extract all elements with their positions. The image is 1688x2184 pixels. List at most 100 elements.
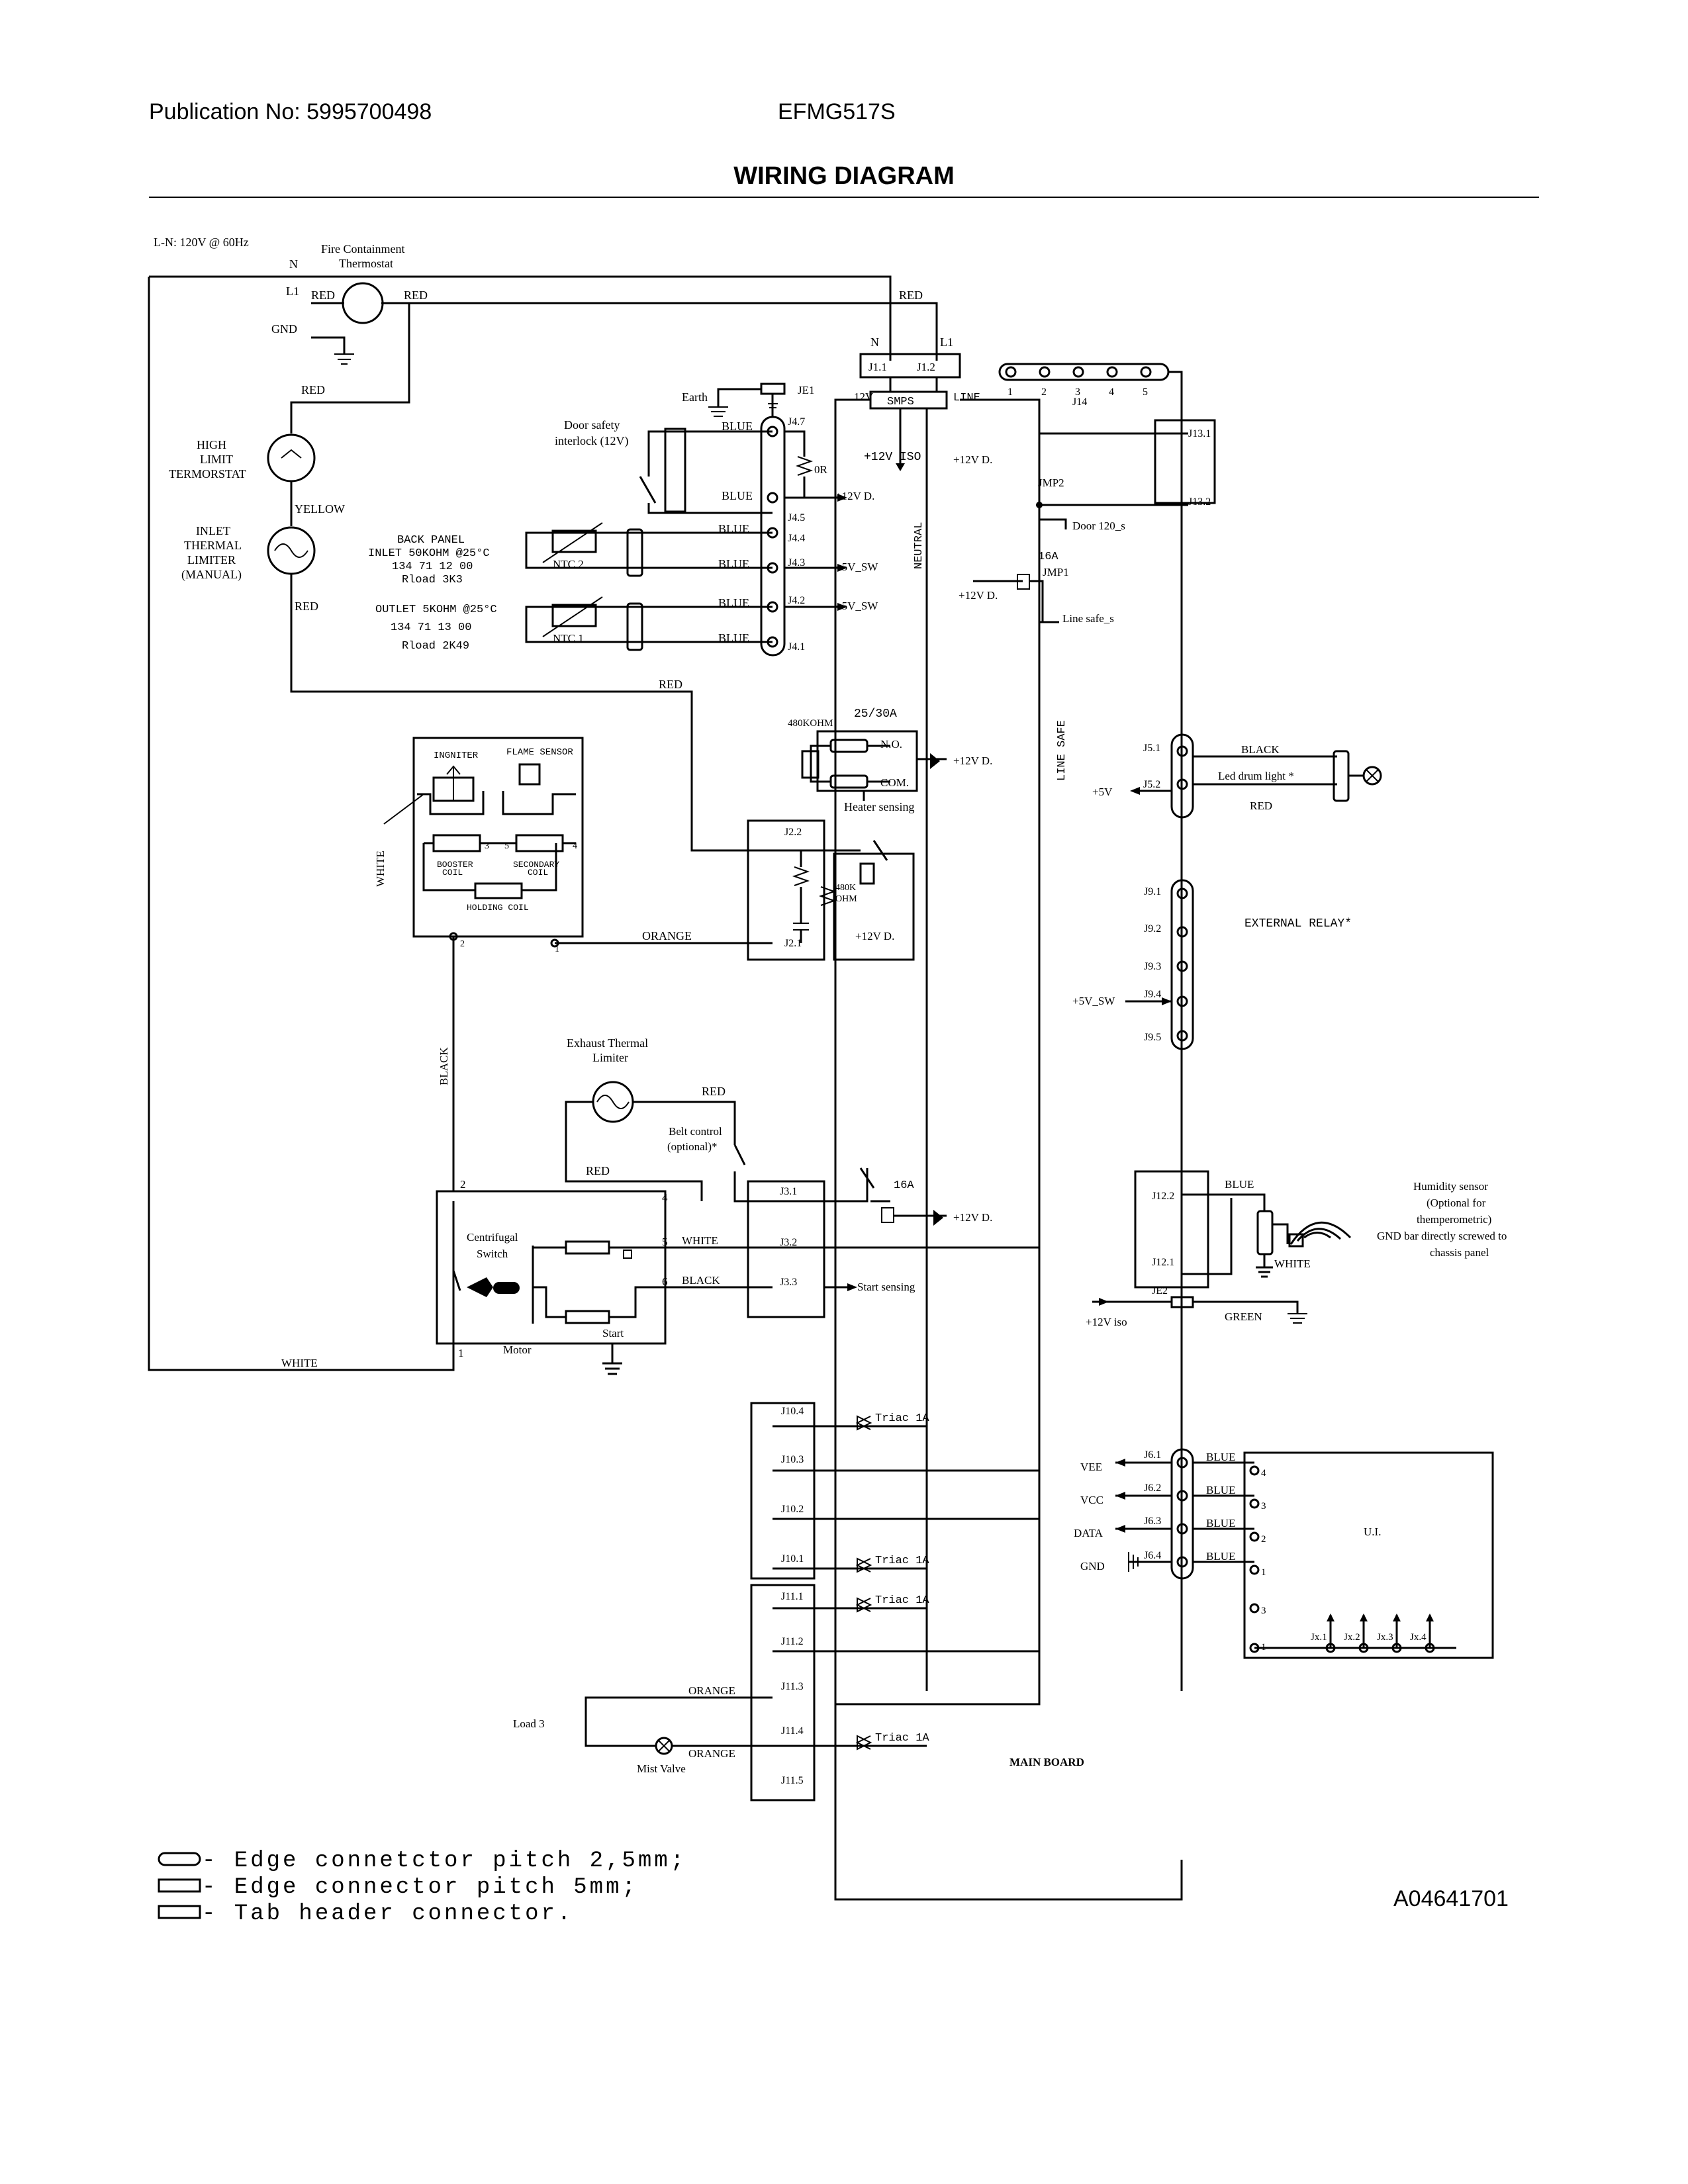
wire-orange-2: ORANGE xyxy=(688,1684,735,1697)
j9-3-label: J9.3 xyxy=(1144,961,1161,972)
j9-connector xyxy=(1170,879,1194,1050)
humidity-label-4: GND bar directly screwed to xyxy=(1377,1230,1507,1242)
j5-connector xyxy=(1170,733,1194,819)
j12-1-label: J12.1 xyxy=(1152,1257,1174,1268)
j1-n-label: N xyxy=(870,336,879,349)
run-winding xyxy=(565,1240,610,1255)
j10-2-label: J10.2 xyxy=(781,1504,804,1515)
booster-coil xyxy=(432,834,481,852)
ntc1-label: NTC 1 xyxy=(553,632,584,645)
ntc2-loop xyxy=(525,531,773,569)
wire-black-1: BLACK xyxy=(438,1047,450,1085)
r480k-label-1: 480K xyxy=(835,883,856,893)
j10-block xyxy=(750,1402,816,1580)
secondary-label-1: SECONDARY xyxy=(513,860,559,870)
v5sw-label-3: +5V_SW xyxy=(1072,995,1115,1007)
door-interlock-label-1: Door safety xyxy=(564,418,620,432)
inlet-limiter-label-1: INLET xyxy=(196,524,230,537)
motor-pin-5: 5 xyxy=(662,1236,668,1248)
earth-label: Earth xyxy=(682,390,708,404)
motor-pin-4: 4 xyxy=(662,1191,668,1204)
wire-red-4: RED xyxy=(301,383,325,396)
triac-label-3: Triac 1A xyxy=(875,1594,929,1607)
high-limit-label-2: LIMIT xyxy=(200,453,233,466)
pin-1: 1 xyxy=(555,944,559,954)
wire-yellow: YELLOW xyxy=(295,502,345,516)
j1-2-label: J1.2 xyxy=(917,361,935,373)
smps-label: SMPS xyxy=(887,396,914,408)
ui-block xyxy=(1243,1451,1494,1659)
neutral-label: NEUTRAL xyxy=(913,522,925,569)
outlet-label-1: OUTLET 5KOHM @25°C xyxy=(375,604,497,616)
je2-ground-icon xyxy=(1288,1313,1307,1324)
j9-5-label: J9.5 xyxy=(1144,1032,1161,1043)
ntc1-loop xyxy=(525,606,773,643)
j4-pins xyxy=(767,426,778,648)
wire-white-2: WHITE xyxy=(682,1234,718,1247)
wire-red-7: RED xyxy=(702,1085,726,1098)
heater-relay-label: 25/30A xyxy=(854,707,897,721)
jx-1-label: Jx.1 xyxy=(1311,1632,1327,1643)
exhaust-label-2: Limiter xyxy=(592,1051,628,1064)
high-limit-label-1: HIGH xyxy=(197,438,226,451)
j4-7-label: J4.7 xyxy=(788,416,805,428)
supply-wiring xyxy=(148,275,938,1371)
outlet-label-3: Rload 2K49 xyxy=(402,640,469,653)
v12iso-label-2: +12V iso xyxy=(1086,1316,1127,1328)
humidity-label-1: Humidity sensor xyxy=(1413,1180,1488,1193)
ntc1-connector xyxy=(626,602,643,651)
j6-connector xyxy=(1170,1448,1194,1580)
j4-2-label: J4.2 xyxy=(788,595,805,606)
start-sensing-label: Start sensing xyxy=(857,1281,915,1293)
r0-link xyxy=(784,430,841,499)
je2-label: JE2 xyxy=(1152,1285,1168,1297)
ntc2-label: NTC 2 xyxy=(553,558,584,570)
j2-block xyxy=(747,819,825,961)
inlet-limiter-label-2: THERMAL xyxy=(184,539,242,552)
humidity-connector xyxy=(1256,1210,1274,1255)
j9-1-label: J9.1 xyxy=(1144,886,1161,897)
load3-label: Load 3 xyxy=(513,1717,545,1730)
high-limit-thermostat xyxy=(267,433,751,852)
v12d-label-4: +12V D. xyxy=(953,754,992,767)
j6-4-label: J6.4 xyxy=(1144,1550,1161,1561)
j6-3-label: J6.3 xyxy=(1144,1516,1161,1527)
inlet-limiter-label-3: LIMITER xyxy=(187,553,236,567)
motor-label: Motor xyxy=(503,1343,532,1356)
j12-2-label: J12.2 xyxy=(1152,1191,1174,1202)
line-safe-s-label: Line safe_s xyxy=(1062,612,1114,625)
wire-red-9: RED xyxy=(1250,799,1272,812)
j5-2-label: J5.2 xyxy=(1143,779,1160,790)
j3-block xyxy=(747,1180,825,1318)
jx-2-label: Jx.2 xyxy=(1344,1632,1360,1643)
j4-connector xyxy=(760,416,786,657)
back-panel-label-4: Rload 3K3 xyxy=(402,574,463,586)
back-panel-label-1: BACK PANEL xyxy=(397,534,465,547)
triac-j11-4 xyxy=(855,1735,872,1751)
ui-label: U.I. xyxy=(1364,1525,1381,1538)
flame-sensor-element xyxy=(518,763,541,786)
wire-orange-1: ORANGE xyxy=(642,929,692,942)
j11-block xyxy=(750,1584,816,1801)
j6-ground-icon xyxy=(1128,1552,1139,1572)
j4-1-label: J4.1 xyxy=(788,641,805,653)
inlet-limiter-label-4: (MANUAL) xyxy=(181,568,242,582)
ui-pin-3: 3 xyxy=(1261,1501,1266,1512)
igniter-block xyxy=(412,737,584,938)
centrifugal-weight-icon xyxy=(467,1277,493,1297)
line-safe-label: LINE SAFE xyxy=(1056,720,1068,781)
wire-blue-10: BLUE xyxy=(1206,1517,1235,1529)
wire-red-1: RED xyxy=(311,289,335,302)
start-label: Start xyxy=(602,1327,624,1340)
white-lead xyxy=(383,794,424,825)
relay-16a-label-1: 16A xyxy=(1038,551,1058,563)
ui-pin-2: 2 xyxy=(1261,1534,1266,1545)
j11-3-label: J11.3 xyxy=(781,1681,804,1692)
j13-1-label: J13.1 xyxy=(1188,428,1211,439)
high-limit-label-3: TERMORSTAT xyxy=(169,467,246,480)
supply-gnd-label: GND xyxy=(271,322,297,336)
je1-label: JE1 xyxy=(798,384,815,396)
r480k-label-2: OHM xyxy=(835,894,857,904)
fire-thermostat-label-2: Thermostat xyxy=(339,257,393,270)
j14-pin-4: 4 xyxy=(1109,387,1114,398)
